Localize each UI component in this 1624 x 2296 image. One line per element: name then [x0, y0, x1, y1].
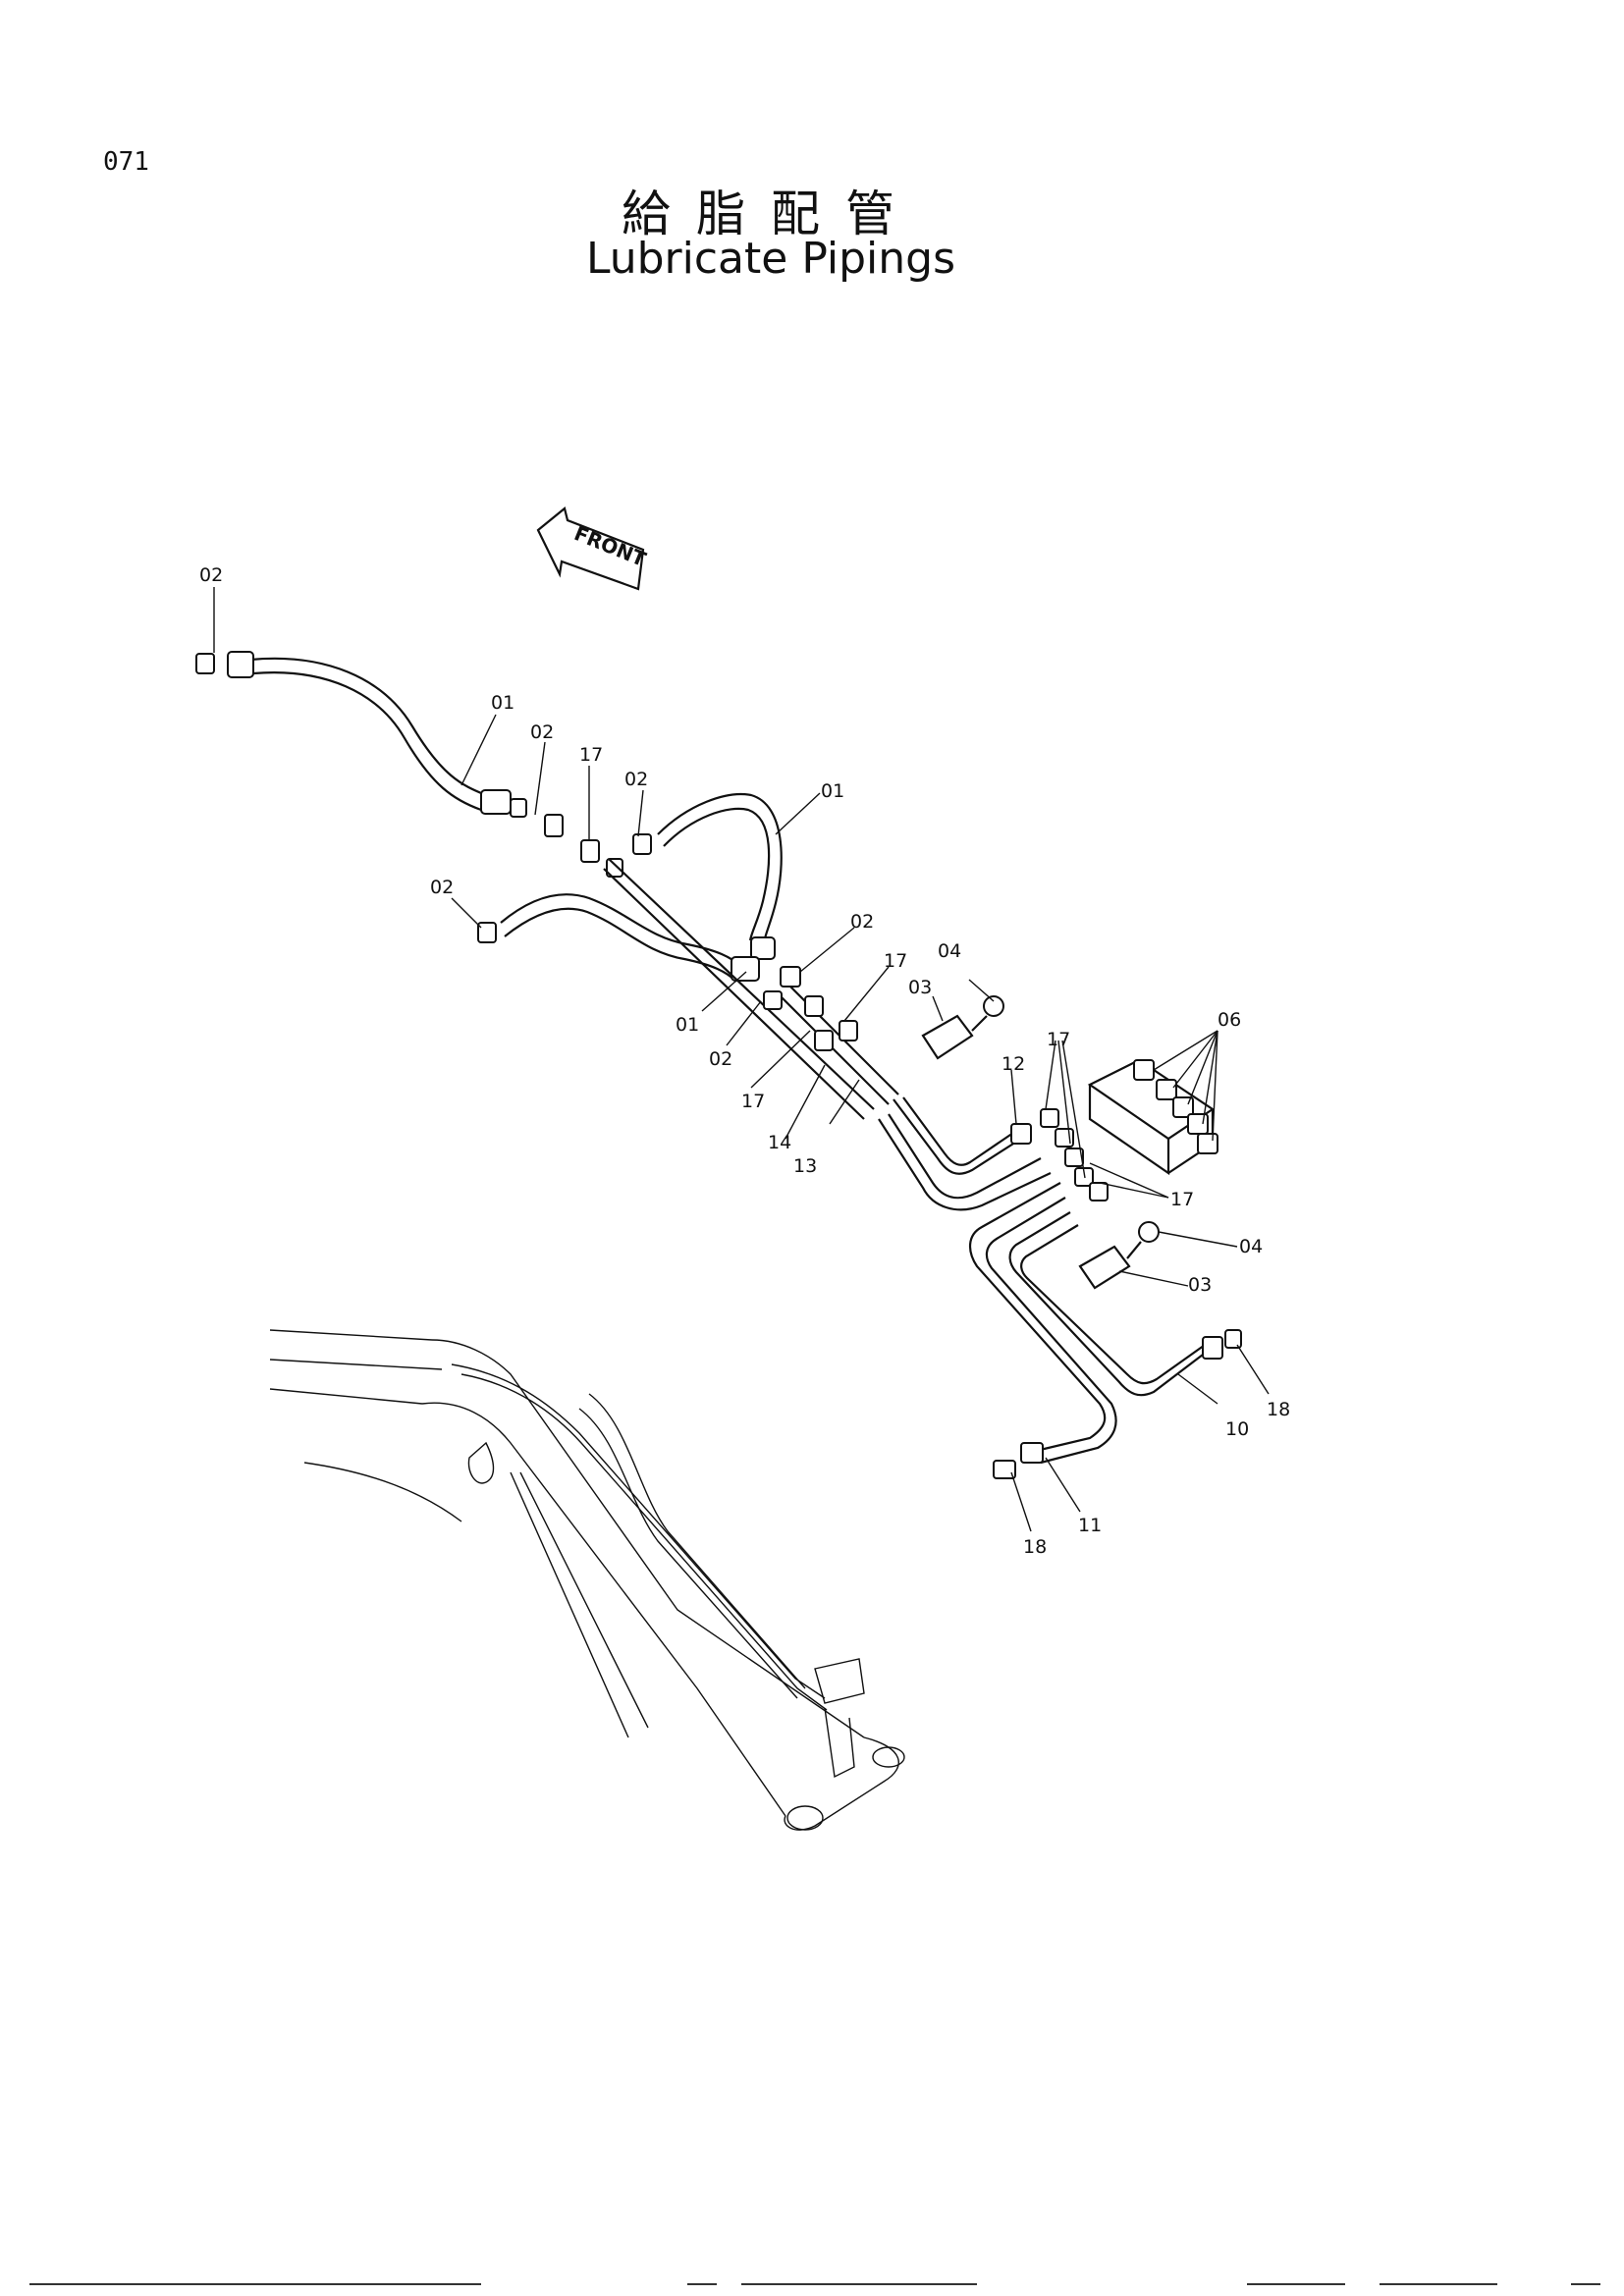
- callout-12: 12: [1001, 1053, 1025, 1075]
- pipe-bundle: [878, 1096, 1242, 1479]
- distribution-block: [1040, 1058, 1218, 1201]
- footer-rule: [687, 2283, 717, 2285]
- title-english: Lubricate Pipings: [585, 234, 956, 284]
- callout-17: 17: [1170, 1189, 1194, 1210]
- callout-17: 17: [884, 950, 907, 972]
- callout-02: 02: [624, 769, 648, 790]
- callout-17: 17: [741, 1091, 765, 1112]
- callout-02: 02: [199, 564, 223, 586]
- front-arrow-label: FRONT: [570, 521, 649, 571]
- callout-03: 03: [908, 977, 932, 998]
- callout-labels: 02 01 02 17 02 01 02 02 17 01 02 17 14 1…: [199, 564, 1290, 1558]
- callout-02: 02: [709, 1048, 732, 1070]
- footer-rule: [741, 2283, 977, 2285]
- clamp-upper: [921, 995, 1004, 1060]
- callout-11: 11: [1078, 1515, 1102, 1536]
- front-arrow: FRONT: [536, 507, 650, 591]
- pipes-13-14: [603, 858, 899, 1120]
- callout-13: 13: [793, 1155, 817, 1177]
- callout-10: 10: [1225, 1418, 1249, 1440]
- callout-03: 03: [1188, 1274, 1212, 1296]
- tee-fittings-upper: [544, 814, 623, 878]
- boom-outline: [269, 1329, 905, 1831]
- callout-02: 02: [530, 721, 554, 743]
- hose-01-upper: [195, 651, 527, 818]
- callout-01: 01: [676, 1014, 699, 1036]
- footer-rule: [29, 2283, 481, 2285]
- hose-01-lower: [477, 893, 760, 983]
- clamp-lower: [1078, 1221, 1160, 1290]
- callout-02: 02: [430, 877, 454, 898]
- callout-14: 14: [768, 1132, 791, 1153]
- footer-rule: [1380, 2283, 1497, 2285]
- callout-06: 06: [1218, 1009, 1241, 1031]
- footer-rule: [1571, 2283, 1600, 2285]
- title-japanese: 給脂配管: [622, 186, 920, 242]
- page-number: 071: [103, 147, 149, 177]
- footer-rule: [1247, 2283, 1345, 2285]
- callout-17: 17: [1047, 1029, 1070, 1050]
- leader-lines: [213, 587, 1270, 1532]
- callout-01: 01: [491, 692, 514, 714]
- callout-01: 01: [821, 780, 844, 802]
- callout-04: 04: [1239, 1236, 1263, 1257]
- callout-18: 18: [1023, 1536, 1047, 1558]
- callout-18: 18: [1267, 1399, 1290, 1420]
- callout-04: 04: [938, 940, 961, 962]
- hose-01-middle: [632, 793, 783, 960]
- callout-02: 02: [850, 911, 874, 933]
- callout-17: 17: [579, 744, 603, 766]
